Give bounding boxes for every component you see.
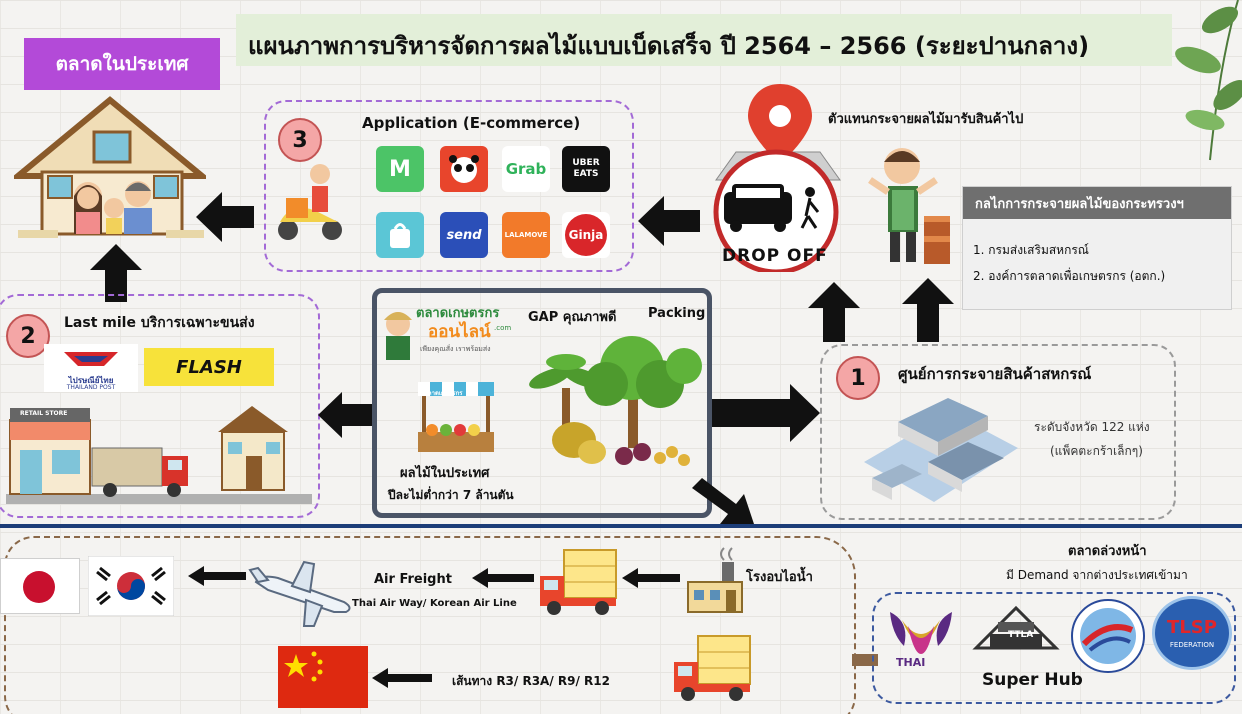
domestic-market-badge: ตลาดในประเทศ bbox=[24, 38, 220, 90]
super-hub-section bbox=[872, 592, 1236, 704]
arrow-up-to-dropoff-icon bbox=[808, 282, 860, 342]
mechanism-header: กลไกการกระจายผลไม้ของกระทรวงฯ bbox=[963, 187, 1231, 219]
delivery-scooter-icon bbox=[278, 164, 342, 240]
arrow-to-airplane-icon bbox=[472, 568, 534, 588]
post-wing-icon bbox=[64, 352, 118, 366]
thailand-post-name-en: THAILAND POST bbox=[66, 384, 116, 391]
tlsp-logo-subtext: FEDERATION bbox=[1169, 641, 1215, 649]
brand-tagline: เพียงคุณสั่ง เราพร้อมส่ง bbox=[420, 345, 491, 353]
drop-off-caption: ตัวแทนกระจายผลไม้มารับสินค้าไป bbox=[828, 112, 1024, 127]
brand-domain: .com bbox=[494, 324, 512, 332]
thailand-post-logo: ไปรษณีย์ไทย THAILAND POST bbox=[44, 344, 138, 392]
last-mile-section bbox=[0, 294, 320, 518]
packing-label: Packing bbox=[648, 306, 706, 321]
farmers-market-online-logo: ตลาดเกษตรกร ออนไลน์ .com เพียงคุณสั่ง เร… bbox=[378, 300, 518, 364]
thai-logo-text: THAI bbox=[896, 656, 926, 669]
flash-express-logo: FLASH bbox=[144, 348, 274, 386]
japan-flag-icon bbox=[0, 558, 80, 614]
gap-quality-label: GAP คุณภาพดี bbox=[528, 310, 617, 325]
arrow-up-to-farmer-icon bbox=[902, 278, 954, 342]
domestic-fruit-box bbox=[372, 288, 712, 518]
coop-center-section bbox=[820, 344, 1176, 520]
last-mile-delivery-scene-icon bbox=[6, 406, 312, 504]
step-1-number: 1 bbox=[836, 356, 880, 400]
futures-market-label: ตลาดล่วงหน้า bbox=[1068, 544, 1147, 559]
diagram-title: แผนภาพการบริหารจัดการผลไม้แบบเบ็ดเสร็จ ป… bbox=[248, 32, 1090, 60]
farmer-icon bbox=[868, 148, 950, 264]
tlsp-logo: TLSP FEDERATION bbox=[1152, 596, 1232, 670]
super-hub-label: Super Hub bbox=[982, 670, 1083, 690]
app-section bbox=[264, 100, 634, 272]
ministry-mechanism-box: กลไกการกระจายผลไม้ของกระทรวงฯ 1. กรมส่งเ… bbox=[962, 186, 1232, 310]
thai-airways-logo bbox=[890, 612, 952, 654]
steam-plant-label: โรงอบไอน้ำ bbox=[746, 570, 813, 585]
warehouse-icon bbox=[864, 398, 1018, 502]
china-flag-icon bbox=[278, 646, 368, 708]
arrow-up-to-house-icon bbox=[90, 244, 142, 302]
app-tile-grab: Grab bbox=[502, 146, 550, 192]
arrow-to-last-mile-icon bbox=[318, 392, 374, 438]
app-tile-foodpanda bbox=[440, 146, 488, 192]
app-section-title: Application (E-commerce) bbox=[362, 114, 581, 132]
last-mile-title: Last mile บริการเฉพาะขนส่ง bbox=[64, 315, 255, 331]
arrow-to-export-icon bbox=[692, 478, 754, 524]
app-tile-ubereats: UBER EATS bbox=[562, 146, 610, 192]
arrow-to-house-left-icon bbox=[196, 192, 254, 242]
export-section bbox=[4, 536, 856, 714]
plant-decoration-icon bbox=[1175, 0, 1242, 161]
title-banner bbox=[236, 14, 1172, 66]
ttla-logo-text: TTLA bbox=[1008, 630, 1034, 640]
air-freight-label: Air Freight bbox=[374, 572, 452, 587]
arrow-to-coop-center-icon bbox=[712, 384, 820, 442]
connector-bar bbox=[852, 654, 878, 666]
coop-center-title: ศูนย์การกระจายสินค้าสหกรณ์ bbox=[898, 365, 1092, 383]
land-routes-label: เส้นทาง R3/ R3A/ R9/ R12 bbox=[452, 674, 610, 688]
step-2-number: 2 bbox=[6, 314, 50, 358]
arrow-to-china-icon bbox=[372, 668, 432, 688]
app-tile-lalamove: LALAMOVE bbox=[502, 212, 550, 258]
retail-store-sign: RETAIL STORE bbox=[20, 410, 68, 417]
steam-factory-icon bbox=[687, 547, 743, 613]
foreign-demand-label: มี Demand จากต่างประเทศเข้ามา bbox=[1006, 568, 1188, 582]
arrow-to-flags-icon bbox=[188, 566, 246, 586]
shopping-bag-icon bbox=[390, 223, 410, 248]
app-tile-send: send bbox=[440, 212, 488, 258]
arrow-to-truck-icon bbox=[622, 568, 680, 588]
logistics-association-logo bbox=[1071, 599, 1145, 673]
brand-name: ตลาดเกษตรกร bbox=[416, 306, 500, 321]
app-tile-ginja: Ginja bbox=[562, 212, 610, 258]
export-truck-icon bbox=[540, 549, 617, 615]
app-tile-m: M bbox=[376, 146, 424, 192]
mechanism-list: 1. กรมส่งเสริมสหกรณ์ 2. องค์การตลาดเพื่อ… bbox=[963, 219, 1231, 289]
drop-off-icon bbox=[713, 84, 841, 272]
ginja-logo: Ginja bbox=[565, 214, 607, 256]
family-house-icon bbox=[14, 96, 206, 238]
land-truck-icon bbox=[674, 635, 751, 701]
ttla-logo bbox=[972, 605, 1060, 650]
stall-sign: ตลาดเกษตรกร bbox=[424, 390, 463, 397]
coop-center-count: ระดับจังหวัด 122 แห่ง bbox=[1034, 420, 1150, 434]
mechanism-item: 1. กรมส่งเสริมสหกรณ์ bbox=[973, 243, 1089, 257]
airlines-label: Thai Air Way/ Korean Air Line bbox=[352, 598, 517, 609]
fruit-trees-icon bbox=[529, 336, 702, 466]
thailand-post-name: ไปรษณีย์ไทย bbox=[68, 376, 114, 385]
app-tile-shop bbox=[376, 212, 424, 258]
panda-icon bbox=[449, 155, 479, 183]
domestic-export-divider bbox=[0, 524, 1242, 528]
mechanism-item: 2. องค์การตลาดเพื่อเกษตรกร (อตก.) bbox=[973, 269, 1166, 283]
coop-center-packing: (แพ็คตะกร้าเล็กๆ) bbox=[1050, 444, 1143, 458]
drop-off-label: DROP OFF bbox=[722, 246, 828, 266]
market-stall-icon bbox=[418, 382, 494, 452]
brand-online: ออนไลน์ bbox=[428, 322, 491, 342]
domestic-fruit-line2: ปีละไม่ต่ำกว่า 7 ล้านตัน bbox=[388, 488, 514, 502]
domestic-fruit-line1: ผลไม้ในประเทศ bbox=[400, 466, 490, 481]
farmer-avatar-icon bbox=[384, 312, 412, 360]
tlsp-logo-text: TLSP bbox=[1167, 617, 1217, 638]
arrow-to-apps-left-icon bbox=[638, 196, 700, 246]
korea-flag-icon bbox=[88, 556, 174, 616]
step-3-number: 3 bbox=[278, 118, 322, 162]
airplane-icon bbox=[248, 560, 351, 627]
